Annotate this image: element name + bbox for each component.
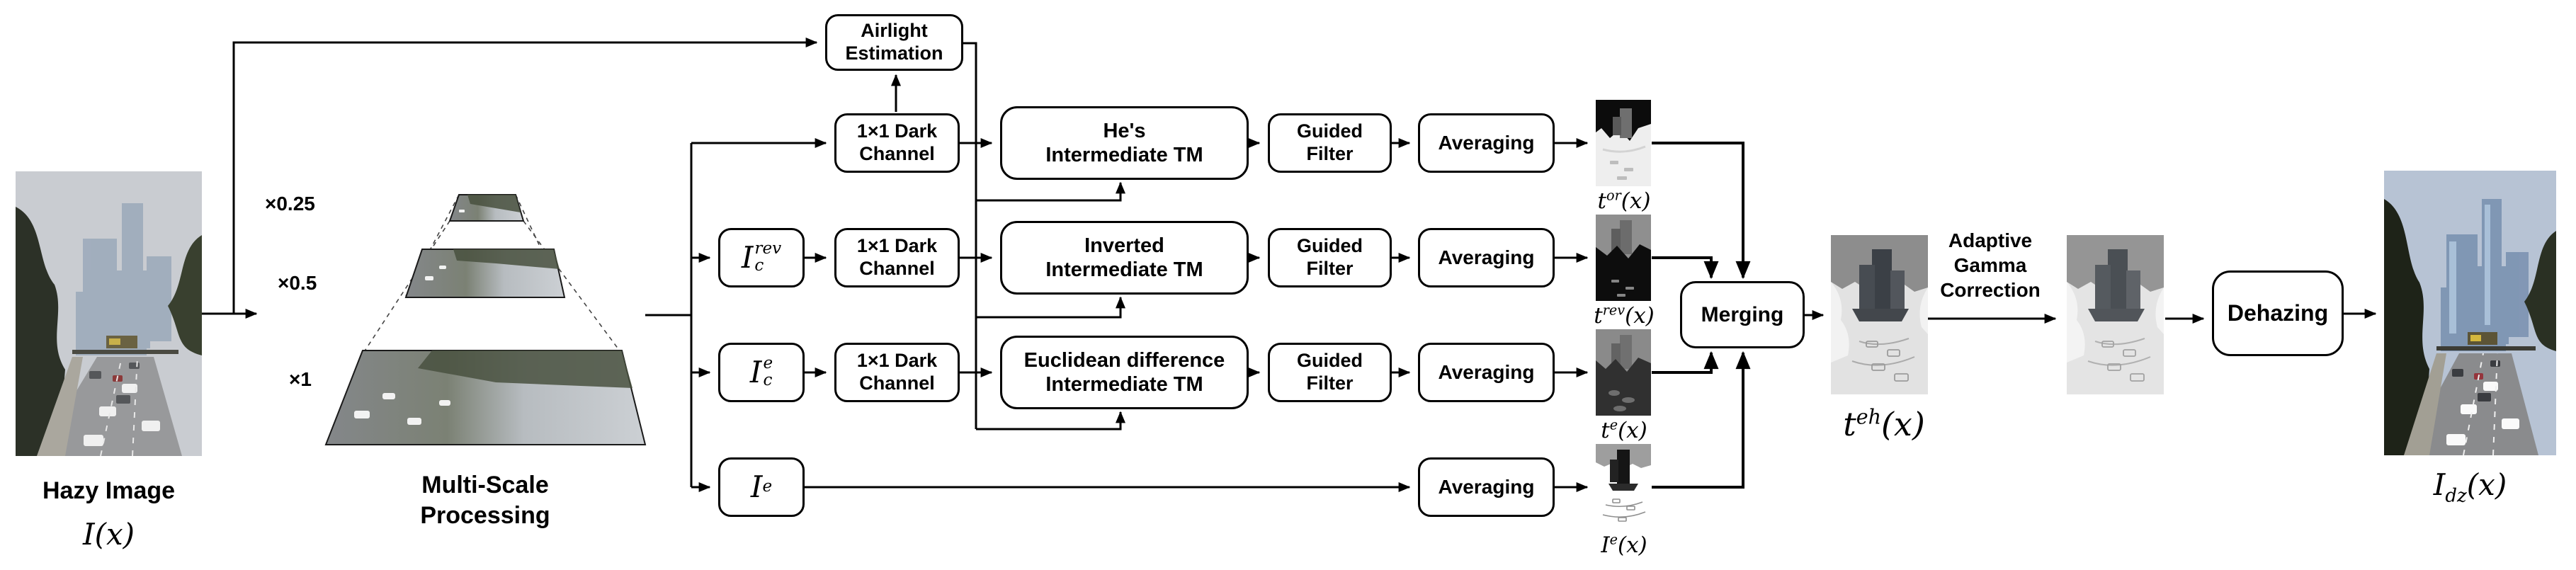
node-hes-tm: He's Intermediate TM	[1000, 106, 1249, 180]
node-guided-filter-2: Guided Filter	[1268, 228, 1392, 287]
wires	[202, 38, 2377, 492]
label-t-rev: trev(x)	[1594, 302, 1655, 329]
arrow-ie-merging	[1652, 350, 1751, 489]
i-e-sup: e	[762, 477, 773, 496]
map-t-e-image	[1596, 329, 1651, 416]
caption-multiscale: Multi-Scale Processing	[420, 472, 550, 529]
arrow-trev-merging	[1652, 256, 1719, 280]
i-e-base: I	[750, 469, 763, 505]
i-rev-sub: c	[754, 256, 764, 275]
i-ce-sup: e	[763, 354, 773, 373]
scale-label-1: ×1	[289, 368, 312, 390]
node-guided-filter-1: Guided Filter	[1268, 113, 1392, 173]
node-merging: Merging	[1680, 281, 1805, 348]
node-averaging-4: Averaging	[1418, 457, 1555, 517]
scale-label-05: ×0.5	[278, 272, 317, 294]
label-i-e-map: Ie(x)	[1601, 531, 1647, 558]
arrow-input-to-airlight	[232, 38, 818, 314]
gamma-corrected-image	[2067, 235, 2164, 394]
node-guided-filter-3: Guided Filter	[1268, 343, 1392, 402]
i-ce-base: I	[749, 355, 762, 390]
node-dark-channel-1: 1×1 Dark Channel	[834, 113, 960, 173]
symbol-output: Idz(x)	[2433, 467, 2507, 507]
arrow-te-merging	[1652, 350, 1719, 374]
label-t-eh: teh(x)	[1843, 405, 1925, 443]
symbol-input: I(x)	[82, 517, 135, 552]
multiscale-pyramid	[324, 194, 647, 445]
wire-airlight-bus	[963, 42, 977, 429]
arrow-tor-merging	[1652, 142, 1751, 280]
node-inverted-tm: Inverted Intermediate TM	[1000, 221, 1249, 295]
dehazed-image	[2384, 171, 2556, 455]
i-rev-sup: rev	[754, 239, 782, 258]
node-dehazing: Dehazing	[2212, 270, 2344, 356]
node-dark-channel-2: 1×1 Dark Channel	[834, 228, 960, 287]
arrow-airlight-hes	[976, 181, 1125, 202]
label-adaptive-gamma-correction: Adaptive Gamma Correction	[1940, 229, 2041, 301]
map-i-e-image	[1596, 444, 1651, 530]
label-t-e: te(x)	[1601, 416, 1647, 443]
label-t-or: tor(x)	[1597, 187, 1651, 214]
node-averaging-2: Averaging	[1418, 228, 1555, 287]
map-t-rev-image	[1596, 215, 1651, 301]
i-rev-base: I	[741, 240, 754, 275]
arrow-airlight-inverted	[976, 296, 1125, 319]
caption-hazy-image: Hazy Image	[42, 477, 176, 504]
node-dark-channel-3: 1×1 Dark Channel	[834, 343, 960, 402]
map-t-or-image	[1596, 100, 1651, 186]
node-airlight-estimation: Airlight Estimation	[825, 14, 963, 71]
node-averaging-1: Averaging	[1418, 113, 1555, 173]
hazy-image	[16, 171, 202, 456]
node-averaging-3: Averaging	[1418, 343, 1555, 402]
scale-label-025: ×0.25	[265, 193, 315, 215]
node-euclidean-tm: Euclidean difference Intermediate TM	[1000, 336, 1249, 409]
i-ce-sub: c	[763, 371, 773, 389]
arrow-airlight-euclidean	[976, 411, 1125, 431]
